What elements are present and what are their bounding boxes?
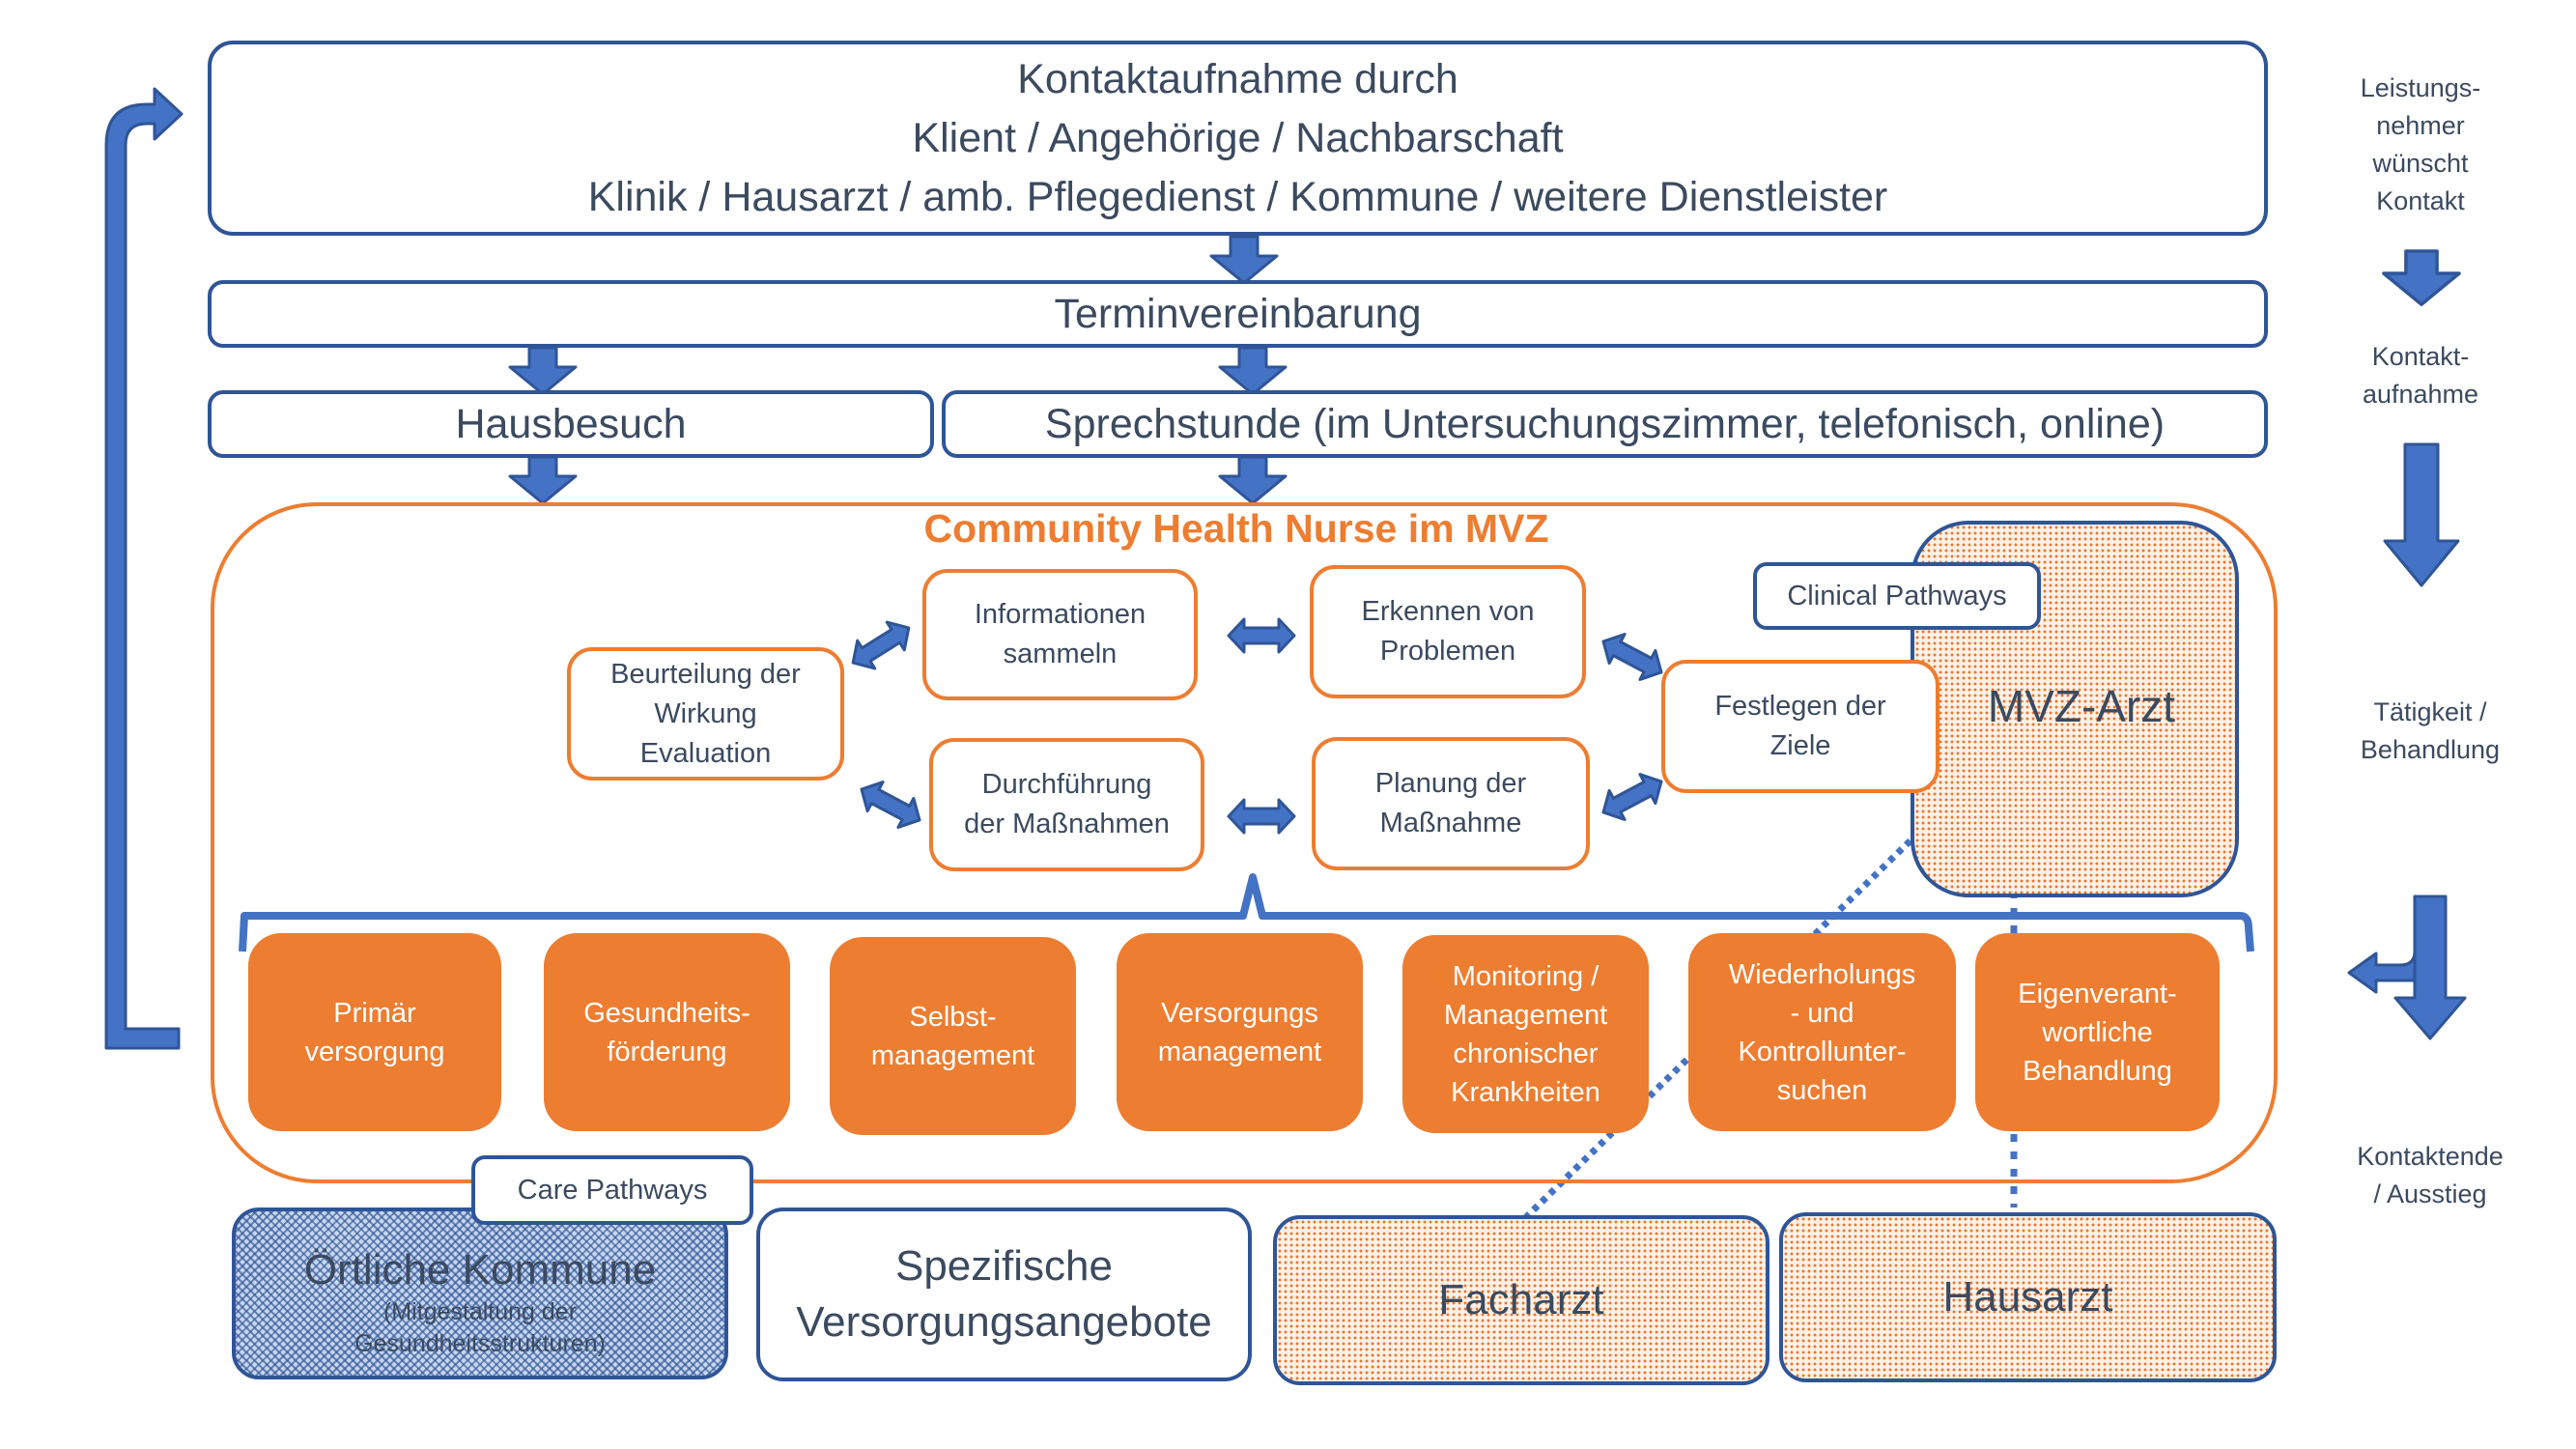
service-line: Versorgungs <box>1161 997 1318 1029</box>
service-line: suchen <box>1776 1074 1868 1106</box>
service-line: Behandlung <box>2023 1055 2172 1087</box>
service-line: Management <box>1443 999 1608 1031</box>
side-line: / Ausstieg <box>2373 1179 2487 1208</box>
clinical-pathways-box: Clinical Pathways <box>1753 562 2041 630</box>
service-line: management <box>870 1039 1035 1071</box>
service-primaerversorgung: Primär versorgung <box>248 933 501 1131</box>
contact-line-2: Klient / Angehörige / Nachbarschaft <box>912 114 1564 161</box>
spezifische-line-1: Spezifische <box>894 1242 1113 1290</box>
step-line: sammeln <box>1003 639 1118 669</box>
arrow-homevisit-to-chn <box>508 455 578 505</box>
arrow-appointment-to-homevisit <box>508 346 578 396</box>
step-line: Ziele <box>1769 730 1831 761</box>
hausarzt-box: Hausarzt <box>1779 1212 2277 1382</box>
cycle-step-planung: Planung der Maßnahme <box>1312 737 1590 870</box>
service-eigenverantwortliche-behandlung: Eigenverant- wortliche Behandlung <box>1975 933 2220 1131</box>
contact-line-3: Klinik / Hausarzt / amb. Pflegedienst / … <box>587 173 1888 220</box>
kommune-title: Örtliche Kommune <box>303 1246 657 1293</box>
clinical-pathways-label: Clinical Pathways <box>1787 580 2007 611</box>
side-line: nehmer <box>2376 111 2465 140</box>
spezifische-versorgungsangebote-box: Spezifische Versorgungsangebote <box>756 1208 1252 1381</box>
side-line: Tätigkeit / <box>2373 697 2487 726</box>
step-line: Durchführung <box>981 769 1152 800</box>
service-line: Kontrollunter- <box>1738 1036 1907 1067</box>
service-line: chronischer <box>1453 1037 1599 1069</box>
arrow-appointment-to-consultation <box>1218 346 1288 396</box>
hausarzt-label: Hausarzt <box>1942 1273 2113 1321</box>
side-line: Leistungs- <box>2360 73 2481 102</box>
service-line: Krankheiten <box>1451 1076 1600 1108</box>
service-line: management <box>1157 1036 1322 1067</box>
appointment-box: Terminvereinbarung <box>208 280 2268 348</box>
service-line: wortliche <box>2042 1016 2153 1048</box>
service-selbstmanagement: Selbst- management <box>830 937 1076 1135</box>
mvz-arzt-label: MVZ-Arzt <box>1987 681 2176 731</box>
service-versorgungsmanagement: Versorgungs management <box>1117 933 1363 1131</box>
arrow-consultation-to-chn <box>1218 455 1288 505</box>
side-arrow-2 <box>2383 442 2460 587</box>
step-line: Maßnahme <box>1379 808 1522 838</box>
service-wiederholungsuntersuchungen: Wiederholungs - und Kontrollunter- suche… <box>1688 933 1956 1131</box>
service-line: förderung <box>607 1036 727 1067</box>
service-line: Monitoring / <box>1452 960 1599 992</box>
chn-container <box>211 502 2278 1183</box>
kommune-sub-1: (Mitgestaltung der <box>382 1298 578 1325</box>
step-line: Festlegen der <box>1714 691 1886 722</box>
side-line: Behandlung <box>2360 735 2501 764</box>
service-line: versorgung <box>304 1036 445 1067</box>
side-line: Kontakt <box>2376 186 2465 215</box>
step-line: Informationen <box>974 599 1146 630</box>
cycle-step-informationen: Informationen sammeln <box>922 569 1198 700</box>
consultation-box: Sprechstunde (im Untersuchungszimmer, te… <box>942 390 2268 458</box>
care-pathways-label: Care Pathways <box>517 1174 708 1206</box>
side-label-contact: Kontakt- aufnahme <box>2313 338 2528 413</box>
arrow-contact-to-appointment <box>1209 235 1279 285</box>
home-visit-box: Hausbesuch <box>208 390 934 458</box>
cycle-step-erkennen: Erkennen von Problemen <box>1310 565 1586 698</box>
side-label-wish: Leistungs- nehmer wünscht Kontakt <box>2313 70 2528 220</box>
side-arrow-1 <box>2382 249 2461 306</box>
step-line: Wirkung <box>654 697 757 729</box>
contact-box: Kontaktaufnahme durch Klient / Angehörig… <box>208 41 2268 236</box>
side-line: wünscht <box>2372 149 2469 178</box>
service-line: Eigenverant- <box>2018 978 2177 1009</box>
service-monitoring: Monitoring / Management chronischer Kran… <box>1402 935 1649 1133</box>
consultation-label: Sprechstunde (im Untersuchungszimmer, te… <box>1044 400 2166 447</box>
step-line: Erkennen von <box>1361 596 1535 627</box>
service-line: Primär <box>333 997 416 1029</box>
chn-title: Community Health Nurse im MVZ <box>923 506 1549 551</box>
step-line: Planung der <box>1374 768 1527 799</box>
step-line: der Maßnahmen <box>964 809 1170 839</box>
contact-line-1: Kontaktaufnahme durch <box>1017 55 1458 102</box>
service-gesundheitsfoerderung: Gesundheits- förderung <box>544 933 790 1131</box>
service-line: Gesundheits- <box>583 997 750 1029</box>
side-label-end: Kontaktende / Ausstieg <box>2323 1138 2537 1213</box>
side-label-treatment: Tätigkeit / Behandlung <box>2323 694 2537 769</box>
side-line: Kontaktende <box>2357 1142 2504 1171</box>
facharzt-box: Facharzt <box>1273 1215 1769 1385</box>
kommune-sub-2: Gesundheitsstrukturen) <box>354 1330 606 1357</box>
appointment-label: Terminvereinbarung <box>1054 290 1422 337</box>
step-line: Beurteilung der <box>610 658 801 690</box>
step-line: Problemen <box>1379 636 1516 667</box>
cycle-step-durchfuehrung: Durchführung der Maßnahmen <box>929 738 1204 871</box>
spezifische-line-2: Versorgungsangebote <box>796 1298 1212 1346</box>
care-pathways-box: Care Pathways <box>471 1155 753 1225</box>
cycle-step-beurteilung: Beurteilung der Wirkung Evaluation <box>567 647 844 781</box>
side-line: Kontakt- <box>2371 342 2470 371</box>
facharzt-label: Facharzt <box>1438 1276 1604 1323</box>
side-arrow-exit <box>2347 895 2467 1040</box>
service-line: Selbst- <box>909 1001 997 1033</box>
home-visit-label: Hausbesuch <box>455 400 687 447</box>
service-line: - und <box>1790 997 1854 1029</box>
side-line: aufnahme <box>2362 380 2479 409</box>
feedback-loop-arrow <box>104 87 184 1050</box>
cycle-step-festlegen: Festlegen der Ziele <box>1661 660 1939 793</box>
service-line: Wiederholungs <box>1728 958 1916 990</box>
step-line: Evaluation <box>639 737 772 769</box>
kommune-box: Örtliche Kommune (Mitgestaltung der Gesu… <box>232 1208 728 1379</box>
